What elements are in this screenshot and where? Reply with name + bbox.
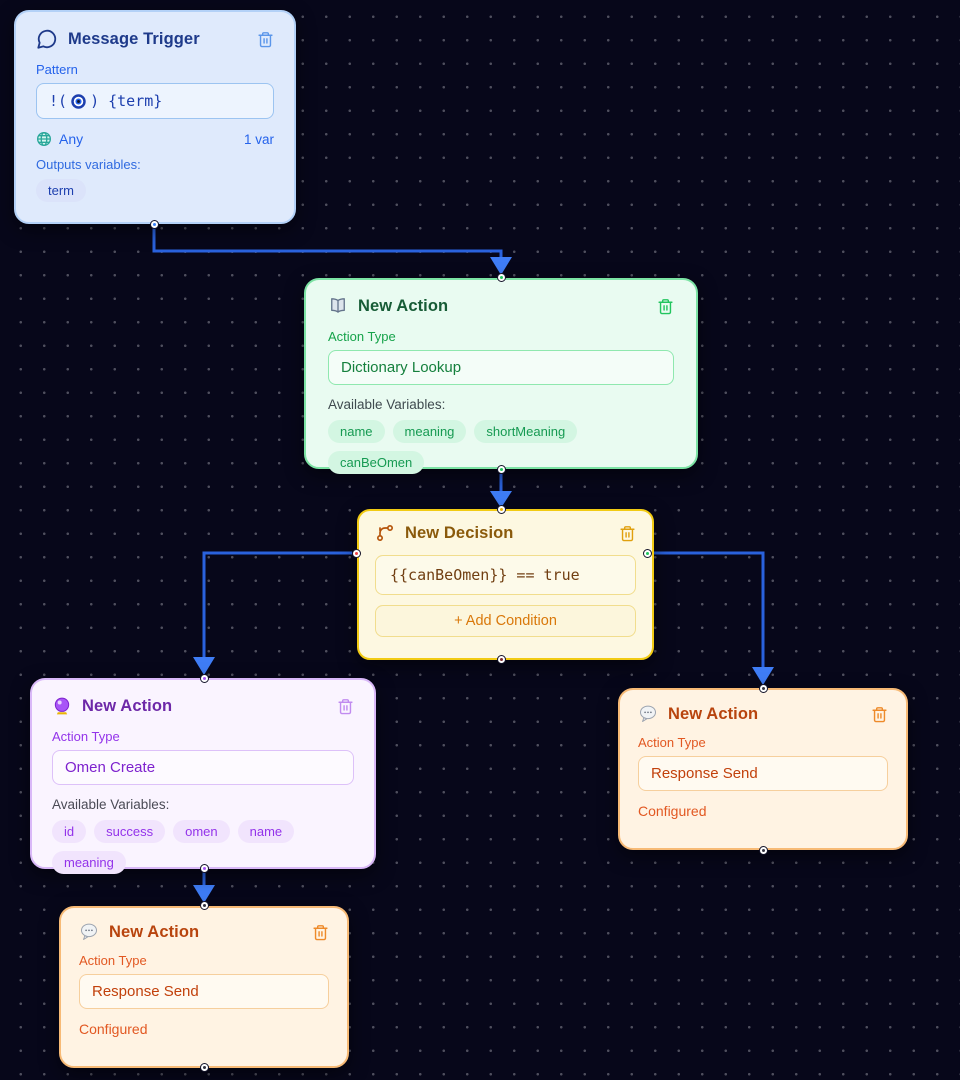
node-header: New Decision <box>375 523 636 543</box>
trash-icon <box>258 31 273 47</box>
variable-pill: name <box>237 820 295 843</box>
condition-input[interactable]: {{canBeOmen}} == true <box>375 555 636 595</box>
variable-pill: success <box>94 820 166 843</box>
port-omen-input[interactable] <box>200 674 209 683</box>
node-header: New Action <box>52 696 354 716</box>
configured-status: Configured <box>79 1021 148 1037</box>
variable-pill: meaning <box>52 851 126 874</box>
outputs-variables-label: Outputs variables: <box>36 157 141 172</box>
node-title: New Action <box>109 922 200 941</box>
node-response-send-right[interactable]: New Action Action Type Response Send Con… <box>618 688 908 850</box>
port-decision-false-output[interactable] <box>352 549 361 558</box>
delete-node-button[interactable] <box>871 706 888 723</box>
add-condition-button[interactable]: + Add Condition <box>375 605 636 637</box>
available-variables-label: Available Variables: <box>328 397 446 412</box>
delete-node-button[interactable] <box>657 298 674 315</box>
variable-pills: id success omen name meaning <box>52 820 354 874</box>
pattern-label: Pattern <box>36 62 78 77</box>
variable-pill: shortMeaning <box>474 420 578 443</box>
connector-trigger-to-dictionary <box>152 228 503 258</box>
variable-pills: name meaning shortMeaning canBeOmen <box>328 420 674 474</box>
speech-balloon-icon <box>81 923 97 940</box>
action-type-select[interactable]: Response Send <box>79 974 329 1009</box>
nazar-amulet-icon <box>71 93 86 109</box>
variable-pill: term <box>36 179 86 202</box>
node-dictionary-lookup[interactable]: New Action Action Type Dictionary Lookup… <box>304 278 698 474</box>
node-title: Message Trigger <box>68 29 200 48</box>
open-book-icon <box>331 298 345 313</box>
action-type-select[interactable]: Response Send <box>638 756 888 791</box>
action-type-label: Action Type <box>638 735 706 750</box>
port-response-right-input[interactable] <box>759 684 768 693</box>
node-title: New Decision <box>405 523 514 542</box>
action-type-label: Action Type <box>79 953 147 968</box>
variable-pill: id <box>52 820 87 843</box>
node-title: New Action <box>668 704 759 723</box>
pattern-text-before: !( <box>49 92 68 110</box>
pattern-text-after: ) {term} <box>90 92 163 110</box>
port-dictionary-input[interactable] <box>497 273 506 282</box>
action-type-select[interactable]: Omen Create <box>52 750 354 785</box>
variable-pill: canBeOmen <box>328 451 425 474</box>
port-response-bottom-input[interactable] <box>200 901 209 910</box>
action-type-select[interactable]: Dictionary Lookup <box>328 350 674 385</box>
speech-balloon-icon <box>640 705 656 722</box>
branch-icon <box>377 525 393 541</box>
port-decision-true-output[interactable] <box>643 549 652 558</box>
variable-pill: omen <box>173 820 230 843</box>
arrowhead-decision-to-response-right <box>752 667 774 685</box>
scope-indicator: Any <box>36 131 83 147</box>
node-header: New Action <box>328 296 674 316</box>
delete-node-button[interactable] <box>337 698 354 715</box>
port-decision-bottom[interactable] <box>497 655 506 664</box>
globe-icon <box>37 132 51 146</box>
node-header: Message Trigger <box>36 28 274 50</box>
trash-icon <box>313 924 328 940</box>
available-variables-label: Available Variables: <box>52 797 170 812</box>
trash-icon <box>620 525 635 541</box>
port-trigger-output[interactable] <box>150 220 159 229</box>
pattern-input[interactable]: !( ) {term} <box>36 83 274 119</box>
trash-icon <box>338 698 353 714</box>
connector-decision-to-omen <box>202 551 352 658</box>
delete-node-button[interactable] <box>312 924 329 941</box>
port-decision-input[interactable] <box>497 505 506 514</box>
scope-label: Any <box>59 131 84 147</box>
node-new-decision[interactable]: New Decision {{canBeOmen}} == true + Add… <box>357 509 654 660</box>
port-response-bottom-output[interactable] <box>200 1063 209 1072</box>
trash-icon <box>658 298 673 314</box>
port-omen-output[interactable] <box>200 864 209 873</box>
node-message-trigger[interactable]: Message Trigger Pattern !( ) {term} <box>14 10 296 224</box>
trash-icon <box>872 706 887 722</box>
connector-decision-to-response-right <box>651 551 765 668</box>
chat-bubble-icon <box>37 29 57 49</box>
output-variable-pills: term <box>36 179 274 202</box>
delete-node-button[interactable] <box>619 525 636 542</box>
node-header: New Action <box>79 922 329 942</box>
node-response-send-bottom[interactable]: New Action Action Type Response Send Con… <box>59 906 349 1068</box>
variable-pill: meaning <box>392 420 467 443</box>
crystal-ball-icon <box>54 697 70 715</box>
configured-status: Configured <box>638 803 707 819</box>
port-response-right-output[interactable] <box>759 846 768 855</box>
action-type-label: Action Type <box>328 329 396 344</box>
port-dictionary-output[interactable] <box>497 465 506 474</box>
node-title: New Action <box>82 696 173 715</box>
arrowhead-decision-to-omen <box>193 657 215 675</box>
delete-node-button[interactable] <box>257 31 274 48</box>
node-header: New Action <box>638 704 888 724</box>
node-title: New Action <box>358 296 449 315</box>
action-type-label: Action Type <box>52 729 120 744</box>
node-omen-create[interactable]: New Action Action Type Omen Create Avail… <box>30 678 376 874</box>
variable-pill: name <box>328 420 385 443</box>
variable-count: 1 var <box>243 131 274 147</box>
